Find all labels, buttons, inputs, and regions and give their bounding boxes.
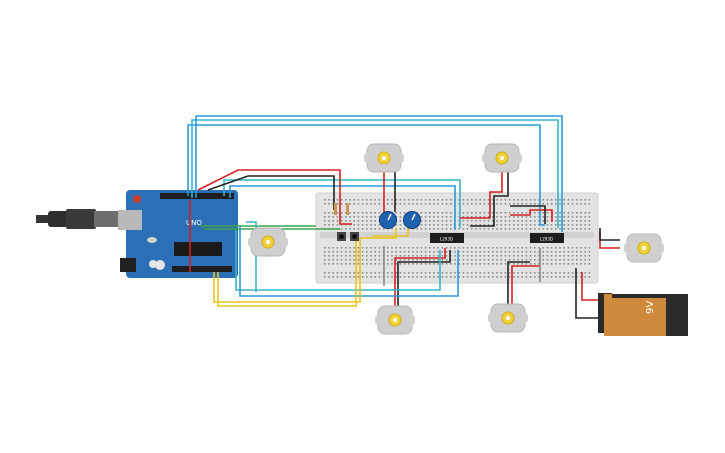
motor-top-2[interactable] [482,143,522,173]
l293d-chip-1[interactable]: L293D [430,233,464,243]
wires [187,115,620,319]
chip-1-label: L293D [440,237,453,242]
motor-bottom-1[interactable] [375,305,415,335]
pushbutton[interactable] [337,232,359,241]
resistor[interactable] [334,203,349,215]
dc-motors [248,143,664,335]
battery-9v[interactable]: 9V [598,293,688,336]
l293d-chip-2[interactable]: L293D [530,233,564,243]
potentiometer[interactable] [379,211,421,229]
chip-2-label: L293D [540,237,553,242]
arduino-label: UNO [186,219,202,227]
usb-cable [36,209,120,229]
motor-right[interactable] [624,233,664,263]
motor-left[interactable] [248,227,288,257]
arduino-board[interactable]: UNO [118,190,238,278]
breadboard-holes [324,199,591,278]
battery-label: 9V [645,301,656,314]
motor-bottom-2[interactable] [488,303,528,333]
motor-top-1[interactable] [364,143,404,173]
